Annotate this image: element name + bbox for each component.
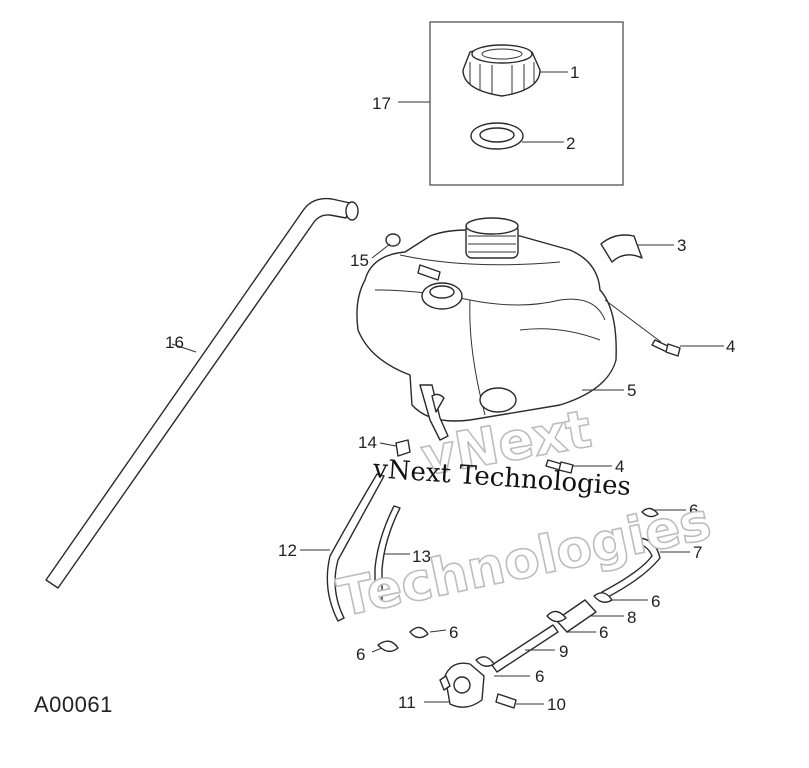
callout-7: 7 — [693, 543, 702, 562]
callout-4-upper: 4 — [726, 337, 735, 356]
fuel-tank[interactable] — [356, 217, 617, 441]
long-breather-tube[interactable] — [45, 197, 359, 589]
hose-clamps[interactable] — [377, 507, 659, 667]
callout-2: 2 — [566, 134, 575, 153]
bolt-upper[interactable] — [651, 339, 681, 357]
callout-4-lower: 4 — [615, 457, 624, 476]
leader-lines — [171, 71, 724, 705]
callout-6-a: 6 — [689, 501, 698, 520]
callout-numbers: 1 2 17 3 4 5 4 6 7 6 8 6 9 6 10 11 12 13… — [165, 63, 735, 714]
o-ring-15[interactable] — [385, 233, 401, 247]
callout-13: 13 — [412, 547, 431, 566]
callout-5: 5 — [627, 381, 636, 400]
hose-13[interactable] — [374, 505, 401, 601]
callout-17: 17 — [372, 94, 391, 113]
callout-3: 3 — [677, 236, 686, 255]
callout-6-f: 6 — [449, 623, 458, 642]
callout-15: 15 — [350, 251, 369, 270]
callout-6-b: 6 — [651, 592, 660, 611]
hose-9[interactable] — [491, 624, 559, 673]
fuel-cock[interactable] — [439, 662, 485, 708]
callout-14: 14 — [358, 433, 377, 452]
tank-clip[interactable] — [600, 234, 643, 263]
screw-10[interactable] — [495, 693, 517, 709]
hose-clip-14[interactable] — [395, 439, 411, 457]
fuel-cap[interactable] — [462, 44, 541, 97]
bolt-lower[interactable] — [545, 459, 574, 474]
callout-12: 12 — [278, 541, 297, 560]
diagram-code: A00061 — [34, 692, 113, 717]
callout-8: 8 — [627, 608, 636, 627]
callout-6-d: 6 — [535, 667, 544, 686]
cap-group-box — [429, 21, 624, 186]
callout-1: 1 — [570, 63, 579, 82]
callout-10: 10 — [547, 695, 566, 714]
cap-gasket[interactable] — [470, 122, 524, 150]
callout-11: 11 — [398, 693, 416, 712]
fuel-filter[interactable] — [555, 599, 597, 633]
callout-6-e: 6 — [356, 645, 365, 664]
callout-6-c: 6 — [599, 623, 608, 642]
hose-12[interactable] — [326, 473, 385, 622]
callout-16: 16 — [165, 333, 184, 352]
callout-9: 9 — [559, 642, 568, 661]
